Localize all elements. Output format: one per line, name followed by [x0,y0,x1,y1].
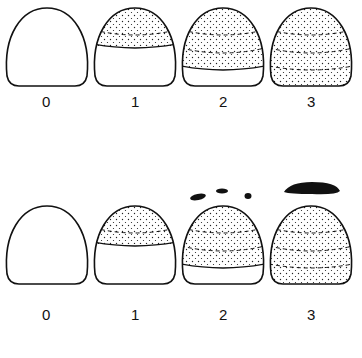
callout-number: 2 [219,94,227,109]
callout-number: 3 [307,94,315,109]
callout-number: 1 [131,307,139,322]
callout-number: 1 [131,94,139,109]
callout-number: 2 [219,307,227,322]
callout-number: 0 [42,94,50,109]
callout-number: 0 [42,307,50,322]
callout-number: 3 [307,307,315,322]
